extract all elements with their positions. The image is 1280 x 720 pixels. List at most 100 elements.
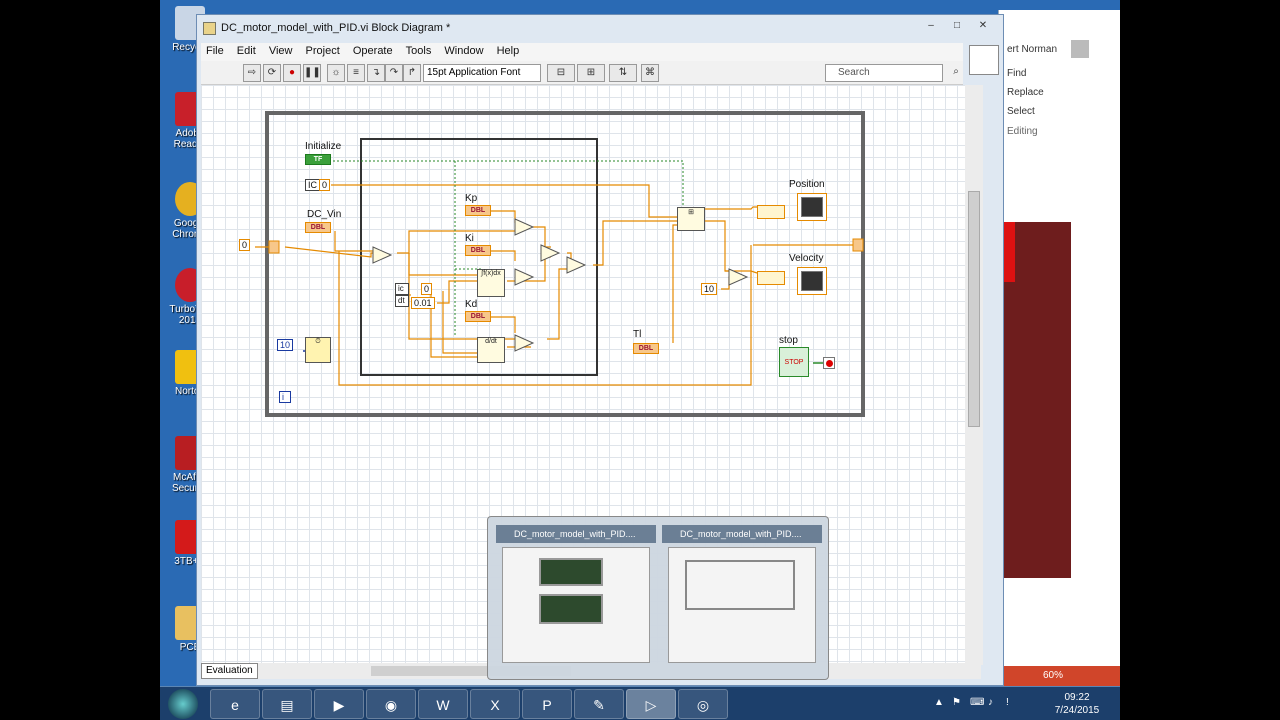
search-input[interactable]: Search [825, 64, 943, 82]
vi-connector-icon[interactable] [969, 45, 999, 75]
alert-icon[interactable]: ! [1006, 697, 1009, 708]
step-out-icon[interactable]: ↱ [403, 64, 421, 82]
initialize-label: Initialize [305, 141, 342, 152]
menu-window[interactable]: Window [444, 45, 484, 57]
ie-icon[interactable]: e [210, 689, 260, 719]
motor-subvi-node[interactable]: ⊞ [677, 207, 705, 231]
dcvin-label: DC_Vin [307, 209, 342, 220]
excel-icon[interactable]: X [470, 689, 520, 719]
subtract-node [372, 246, 393, 264]
stop-button-terminal[interactable]: STOP [779, 347, 809, 377]
minimize-button[interactable]: – [928, 20, 934, 31]
target-app-icon[interactable]: ◎ [678, 689, 728, 719]
desktop-icon-label: TurboTax 2014 [169, 304, 211, 326]
add-node [566, 256, 587, 274]
desktop-icon-label: McAfee Security [171, 472, 209, 494]
avatar[interactable] [1071, 40, 1089, 58]
clock[interactable]: 09:22 7/24/2015 [1042, 691, 1112, 717]
chrome-taskbar-icon[interactable]: ◉ [366, 689, 416, 719]
derivative-node[interactable]: d/dt [477, 337, 505, 363]
dcvin-terminal[interactable]: DBL [305, 222, 331, 233]
flag-icon[interactable]: ⚑ [952, 697, 961, 708]
preview-title-2: DC_motor_model_with_PID.... [662, 525, 822, 543]
tl-terminal[interactable]: DBL [633, 343, 659, 354]
preview-block-diagram[interactable]: DC_motor_model_with_PID.... [662, 525, 822, 671]
ic-input-constant[interactable]: 0 [421, 283, 433, 295]
maximize-button[interactable]: □ [953, 20, 961, 31]
menu-view[interactable]: View [268, 45, 293, 57]
highlight-execution-icon[interactable]: ☼ [327, 64, 345, 82]
menu-help[interactable]: Help [496, 45, 520, 57]
clock-time: 09:22 [1064, 692, 1090, 703]
desktop: Recycle Adobe Reader Google Chrome Turbo… [160, 0, 1120, 720]
integral-node[interactable]: ∫f(x)dx [477, 269, 505, 297]
position-graph-terminal[interactable] [797, 193, 827, 221]
velocity-bundle-node[interactable] [757, 271, 785, 285]
step-into-icon[interactable]: ↴ [367, 64, 385, 82]
wires-svg [255, 111, 865, 417]
menu-project[interactable]: Project [305, 45, 340, 57]
word-window: ert Norman Find Replace Select Editing 6… [998, 10, 1120, 686]
explorer-icon[interactable]: ▤ [262, 689, 312, 719]
multiply-node [728, 268, 749, 286]
stop-label: stop [779, 335, 798, 346]
block-diagram-canvas[interactable]: Initialize TF IC 0 DC_Vin DBL 0 Kp DBL K… [201, 85, 981, 665]
preview-thumbnail-1 [502, 547, 650, 663]
menu-tools[interactable]: Tools [405, 45, 432, 57]
close-button[interactable]: ✕ [978, 20, 988, 31]
menu-operate[interactable]: Operate [352, 45, 393, 57]
powerpoint-icon[interactable]: P [522, 689, 572, 719]
replace-button[interactable]: Replace [1007, 87, 1044, 98]
inner-frame [360, 138, 598, 376]
font-select[interactable]: 15pt Application Font [423, 64, 541, 82]
tray-arrow-icon[interactable]: ▲ [934, 697, 944, 708]
start-button[interactable] [168, 689, 198, 719]
align-objects-icon[interactable]: ⊟ [547, 64, 575, 82]
step-over-icon[interactable]: ↷ [385, 64, 403, 82]
position-bundle-node[interactable] [757, 205, 785, 219]
ki-terminal[interactable]: DBL [465, 245, 491, 256]
reorder-icon[interactable]: ⇅ [609, 64, 637, 82]
dt-constant[interactable]: 0.01 [411, 297, 435, 309]
ten-constant[interactable]: 10 [701, 283, 718, 295]
select-button[interactable]: Select [1007, 106, 1035, 117]
vertical-scrollbar[interactable] [965, 85, 983, 665]
distribute-objects-icon[interactable]: ⊞ [577, 64, 605, 82]
initialize-terminal[interactable]: TF [305, 154, 331, 165]
add-node [540, 244, 561, 262]
wait-ms-constant[interactable]: 10 [277, 339, 294, 351]
labview-taskbar-icon[interactable]: ▷ [626, 689, 676, 719]
volume-icon[interactable]: ♪ [988, 697, 993, 708]
run-continuously-icon[interactable]: ⟳ [263, 64, 281, 82]
menu-file[interactable]: File [206, 45, 224, 57]
menu-edit[interactable]: Edit [236, 45, 256, 57]
pause-icon[interactable]: ❚❚ [303, 64, 321, 82]
taskbar: e ▤ ▶ ◉ W X P ✎ ▷ ◎ ▲ ⚑ ⌨ ♪ ! 09:22 7/24… [160, 686, 1120, 720]
kp-terminal[interactable]: DBL [465, 205, 491, 216]
loop-condition-terminal[interactable] [823, 357, 835, 369]
word-user[interactable]: ert Norman [1007, 44, 1058, 55]
ic-input-label: ic [395, 283, 409, 295]
wait-timer-icon[interactable]: ⏱ [305, 337, 331, 363]
find-button[interactable]: Find [1007, 68, 1027, 79]
ic-constant[interactable]: 0 [319, 179, 331, 191]
network-icon[interactable]: ⌨ [970, 697, 985, 708]
initial-value-constant[interactable]: 0 [239, 239, 251, 251]
velocity-graph-terminal[interactable] [797, 267, 827, 295]
desktop-icon-label: Google Chrome [172, 218, 208, 240]
search-icon[interactable]: ⌕ [953, 66, 959, 77]
paint-icon[interactable]: ✎ [574, 689, 624, 719]
kd-terminal[interactable]: DBL [465, 311, 491, 322]
system-tray: ▲ ⚑ ⌨ ♪ ! 09:22 7/24/2015 [930, 689, 1116, 719]
horizontal-scrollbar[interactable] [371, 666, 571, 676]
abort-icon[interactable]: ● [283, 64, 301, 82]
zoom-level[interactable]: 60% [1043, 670, 1064, 681]
kp-label: Kp [465, 193, 478, 204]
cleanup-diagram-icon[interactable]: ⌘ [641, 64, 659, 82]
window-titlebar[interactable]: DC_motor_model_with_PID.vi Block Diagram… [197, 15, 1003, 43]
preview-front-panel[interactable]: DC_motor_model_with_PID.... [496, 525, 656, 671]
run-arrow-icon[interactable]: ⇨ [243, 64, 261, 82]
media-player-icon[interactable]: ▶ [314, 689, 364, 719]
retain-wire-values-icon[interactable]: ≡ [347, 64, 365, 82]
word-icon[interactable]: W [418, 689, 468, 719]
